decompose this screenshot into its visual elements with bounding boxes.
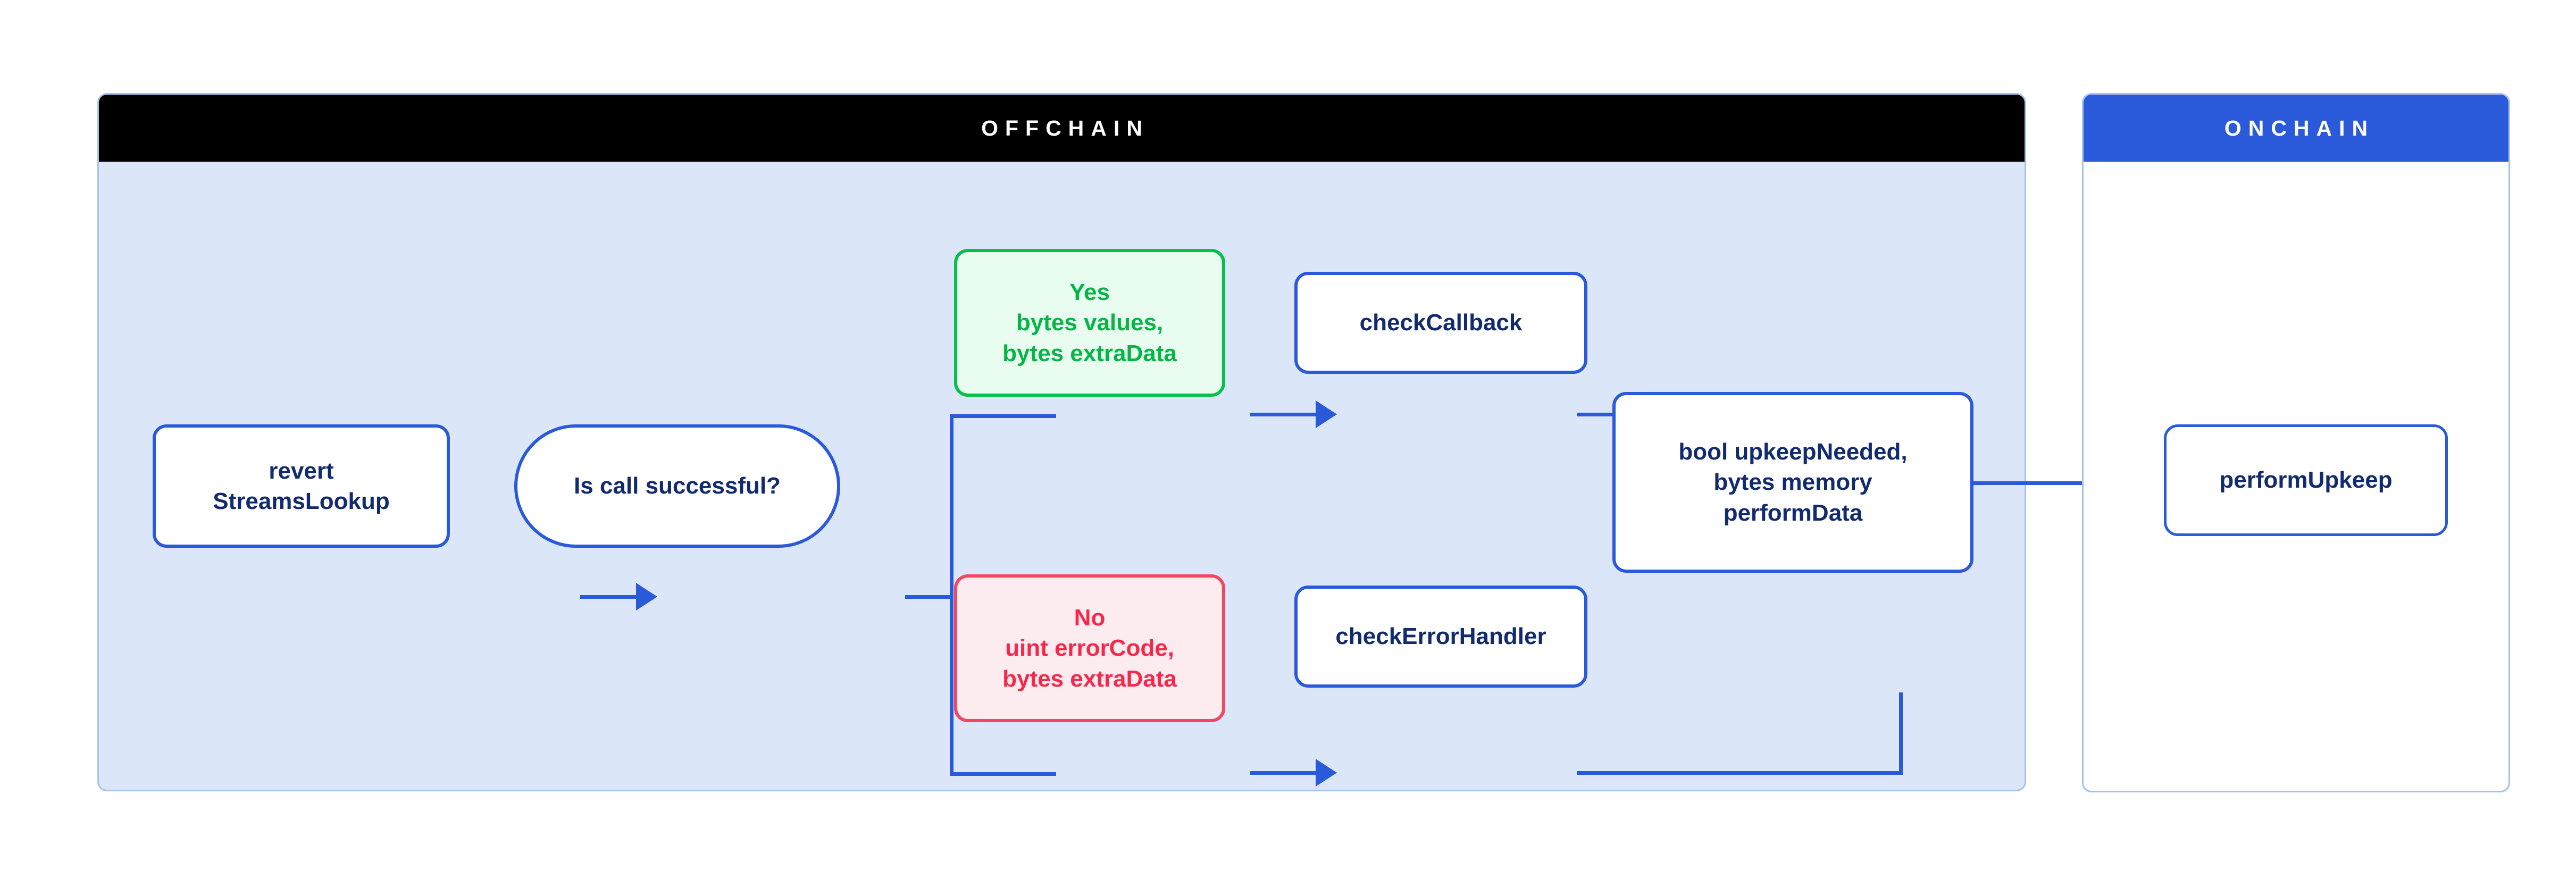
- edge-checkerrorhandler-to-upkeep-v: [1899, 692, 1903, 775]
- node-no-line3: bytes extraData: [1002, 665, 1177, 692]
- node-yes-line3: bytes extraData: [1002, 340, 1177, 366]
- node-check-callback[interactable]: checkCallback: [1294, 272, 1587, 374]
- node-yes-branch[interactable]: Yes bytes values, bytes extraData: [954, 249, 1225, 397]
- node-check-callback-label: checkCallback: [1359, 310, 1523, 336]
- node-upkeep-result[interactable]: bool upkeepNeeded, bytes memory performD…: [1612, 392, 1973, 573]
- edge-decision-stub: [905, 595, 952, 599]
- edge-checkerrorhandler-to-upkeep-h: [1577, 771, 1903, 775]
- edge-upkeep-to-performupkeep-line: [1973, 481, 2152, 485]
- edge-no-to-checkerrorhandler-line: [1250, 771, 1317, 775]
- node-perform-upkeep-label: performUpkeep: [2219, 467, 2393, 494]
- edge-branch-to-yes: [950, 414, 1056, 418]
- edge-yes-to-checkcallback-arrowhead: [1316, 400, 1337, 428]
- node-upkeep-line1: bool upkeepNeeded,: [1678, 439, 1908, 465]
- edge-branch-vertical: [950, 414, 954, 776]
- edge-revert-to-decision-line: [580, 595, 636, 599]
- node-yes-line1: Yes: [1069, 279, 1110, 306]
- edge-branch-to-no: [950, 772, 1056, 776]
- node-yes-line2: bytes values,: [1016, 310, 1164, 336]
- node-upkeep-line2: bytes memory: [1713, 469, 1872, 496]
- node-no-branch[interactable]: No uint errorCode, bytes extraData: [954, 574, 1225, 722]
- node-is-call-successful[interactable]: Is call successful?: [514, 424, 840, 548]
- edge-revert-to-decision-arrowhead: [636, 583, 657, 611]
- node-revert-line1: revert: [269, 457, 334, 484]
- node-no-line1: No: [1074, 605, 1106, 631]
- node-revert-streamslookup-box[interactable]: revert StreamsLookup: [153, 424, 450, 548]
- edge-yes-to-checkcallback-line: [1250, 413, 1317, 416]
- node-decision-label: Is call successful?: [574, 473, 781, 499]
- onchain-panel-title: ONCHAIN: [2084, 95, 2508, 162]
- edge-no-to-checkerrorhandler-arrowhead: [1316, 759, 1337, 787]
- node-perform-upkeep[interactable]: performUpkeep: [2164, 424, 2448, 536]
- node-check-error-handler[interactable]: checkErrorHandler: [1294, 586, 1587, 688]
- node-upkeep-line3: performData: [1723, 499, 1863, 526]
- node-revert-line2: StreamsLookup: [213, 488, 390, 514]
- node-no-line2: uint errorCode,: [1005, 635, 1174, 662]
- offchain-panel-title: OFFCHAIN: [99, 95, 2025, 162]
- node-check-error-handler-label: checkErrorHandler: [1335, 623, 1546, 650]
